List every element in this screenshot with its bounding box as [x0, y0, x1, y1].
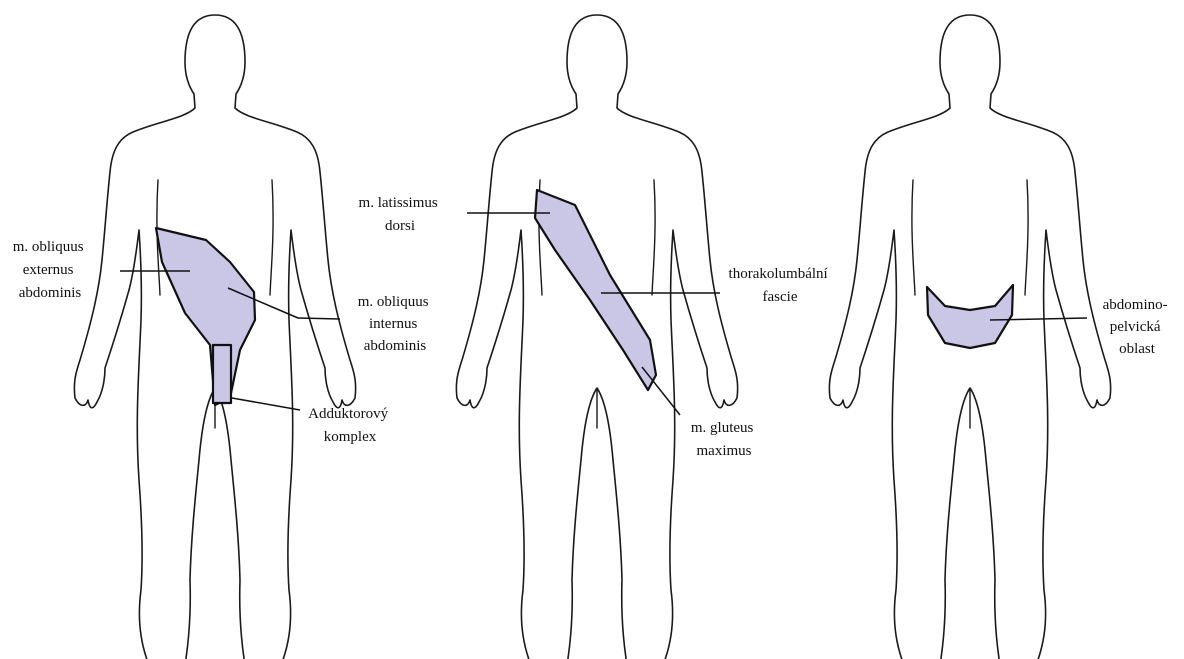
- leader-obliquus-internus-tail: [298, 318, 340, 319]
- figure-back-2: [456, 15, 737, 659]
- label-abdomino-pelvic: abdomino- pelvická oblast: [1103, 297, 1172, 357]
- label-latissimus: m. latissimus dorsi: [359, 195, 442, 234]
- label-adductor: Adduktorový komplex: [308, 406, 392, 445]
- label-fascie: thorakolumbální fascie: [729, 266, 832, 305]
- region-adductor: [213, 345, 231, 403]
- label-obliquus-internus: m. obliquus internus abdominis: [358, 294, 433, 354]
- body-outline: [456, 15, 737, 659]
- label-obliquus-externus: m. obliquus externus abdominis: [13, 239, 88, 301]
- label-gluteus: m. gluteus maximus: [691, 420, 757, 459]
